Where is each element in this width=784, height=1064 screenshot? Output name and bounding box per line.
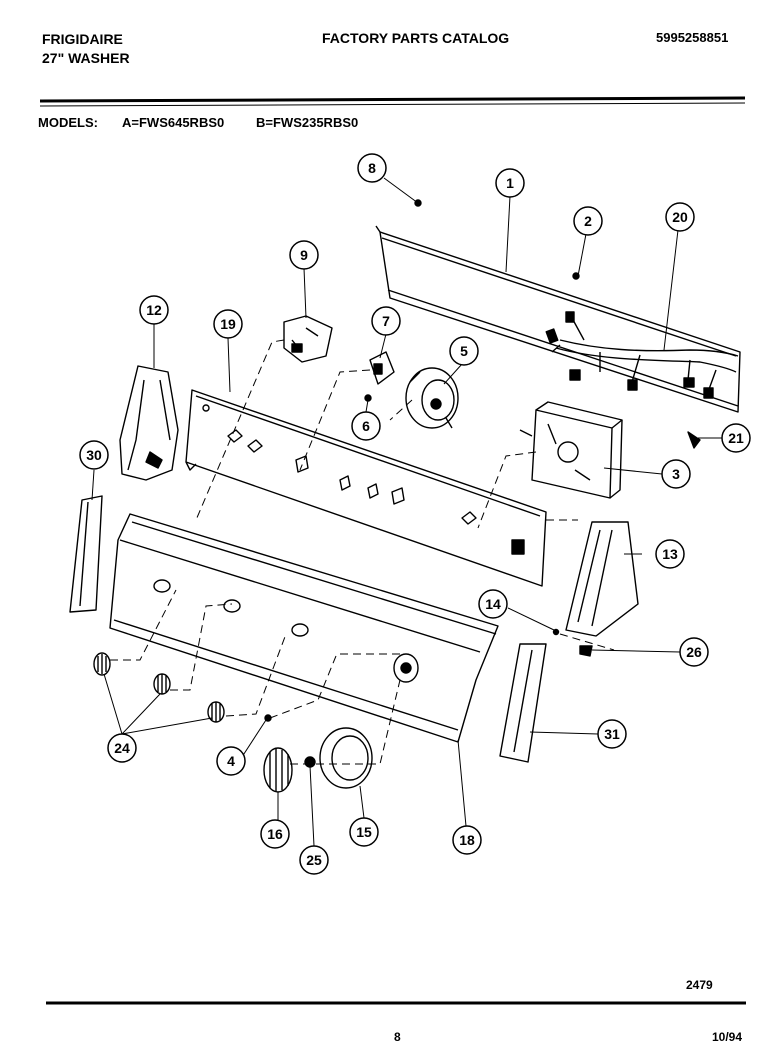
callout-30: 30 bbox=[79, 440, 109, 470]
brand-name: FRIGIDAIRE bbox=[42, 31, 123, 47]
callout-8: 8 bbox=[357, 153, 387, 183]
callout-6: 6 bbox=[351, 411, 381, 441]
svg-text:30: 30 bbox=[86, 447, 102, 463]
switch-part-9 bbox=[283, 315, 333, 363]
clip-part-2 bbox=[572, 272, 580, 280]
rear-bracket-part bbox=[375, 225, 741, 413]
page-number: 8 bbox=[394, 1030, 401, 1044]
svg-text:4: 4 bbox=[227, 753, 235, 769]
svg-text:7: 7 bbox=[382, 313, 390, 329]
clip-part-14 bbox=[552, 628, 560, 636]
svg-text:25: 25 bbox=[306, 852, 322, 868]
svg-text:18: 18 bbox=[459, 832, 475, 848]
end-cap-part-31 bbox=[499, 643, 547, 763]
svg-text:21: 21 bbox=[728, 430, 744, 446]
end-cap-part-30 bbox=[69, 495, 103, 613]
svg-text:31: 31 bbox=[604, 726, 620, 742]
callout-21: 21 bbox=[721, 423, 751, 453]
catalog-number: 5995258851 bbox=[656, 30, 729, 45]
clip-part-21 bbox=[687, 431, 701, 449]
callout-14: 14 bbox=[478, 589, 508, 619]
callout-19: 19 bbox=[213, 309, 243, 339]
svg-text:12: 12 bbox=[146, 302, 162, 318]
svg-text:15: 15 bbox=[356, 824, 372, 840]
dial-part-15 bbox=[319, 727, 373, 789]
knob-parts-24 bbox=[93, 652, 225, 723]
callout-24: 24 bbox=[107, 733, 137, 763]
brand-block: FRIGIDAIRE 27" WASHER bbox=[42, 30, 130, 68]
svg-text:19: 19 bbox=[220, 316, 236, 332]
svg-text:24: 24 bbox=[114, 740, 130, 756]
control-panel-part-19 bbox=[185, 389, 547, 587]
svg-text:5: 5 bbox=[460, 343, 468, 359]
callout-4: 4 bbox=[216, 746, 246, 776]
svg-text:3: 3 bbox=[672, 466, 680, 482]
knob-part-16 bbox=[263, 747, 293, 793]
svg-text:1: 1 bbox=[506, 175, 514, 191]
callout-16: 16 bbox=[260, 819, 290, 849]
callout-9: 9 bbox=[289, 240, 319, 270]
clip-part-26 bbox=[579, 645, 593, 657]
product-name: 27" WASHER bbox=[42, 50, 130, 66]
svg-text:8: 8 bbox=[368, 160, 376, 176]
callout-26: 26 bbox=[679, 637, 709, 667]
models-label: MODELS: bbox=[38, 115, 98, 130]
callout-18: 18 bbox=[452, 825, 482, 855]
callout-7: 7 bbox=[371, 306, 401, 336]
timer-part-3 bbox=[519, 401, 623, 499]
svg-text:26: 26 bbox=[686, 644, 702, 660]
callout-20: 20 bbox=[665, 202, 695, 232]
callout-2: 2 bbox=[573, 206, 603, 236]
callout-31: 31 bbox=[597, 719, 627, 749]
callout-1: 1 bbox=[495, 168, 525, 198]
end-cap-part-13 bbox=[565, 521, 639, 637]
model-b: B=FWS235RBS0 bbox=[256, 115, 359, 130]
end-bracket-part-12 bbox=[119, 365, 179, 481]
svg-text:2: 2 bbox=[584, 213, 592, 229]
console-panel-part-18 bbox=[109, 513, 499, 743]
svg-text:13: 13 bbox=[662, 546, 678, 562]
switch-part-7 bbox=[369, 351, 395, 385]
svg-text:14: 14 bbox=[485, 596, 501, 612]
callout-13: 13 bbox=[655, 539, 685, 569]
svg-text:20: 20 bbox=[672, 209, 688, 225]
callouts: 8 1 2 20 9 12 19 7 5 6 21 3 30 13 14 26 … bbox=[79, 153, 751, 875]
callout-3: 3 bbox=[661, 459, 691, 489]
leader-lines bbox=[91, 177, 722, 847]
callout-15: 15 bbox=[349, 817, 379, 847]
svg-text:6: 6 bbox=[362, 418, 370, 434]
wire-harness-part bbox=[545, 311, 739, 399]
header-rules bbox=[39, 96, 746, 107]
callout-25: 25 bbox=[299, 845, 329, 875]
callout-5: 5 bbox=[449, 336, 479, 366]
catalog-title: FACTORY PARTS CATALOG bbox=[322, 30, 510, 46]
drawing-number: 2479 bbox=[686, 978, 713, 992]
spring-part-25 bbox=[304, 756, 316, 768]
dashed-assembly-lines bbox=[110, 339, 615, 765]
model-a: A=FWS645RBS0 bbox=[122, 115, 225, 130]
callout-12: 12 bbox=[139, 295, 169, 325]
catalog-date: 10/94 bbox=[712, 1030, 743, 1044]
svg-text:9: 9 bbox=[300, 247, 308, 263]
svg-text:16: 16 bbox=[267, 826, 283, 842]
